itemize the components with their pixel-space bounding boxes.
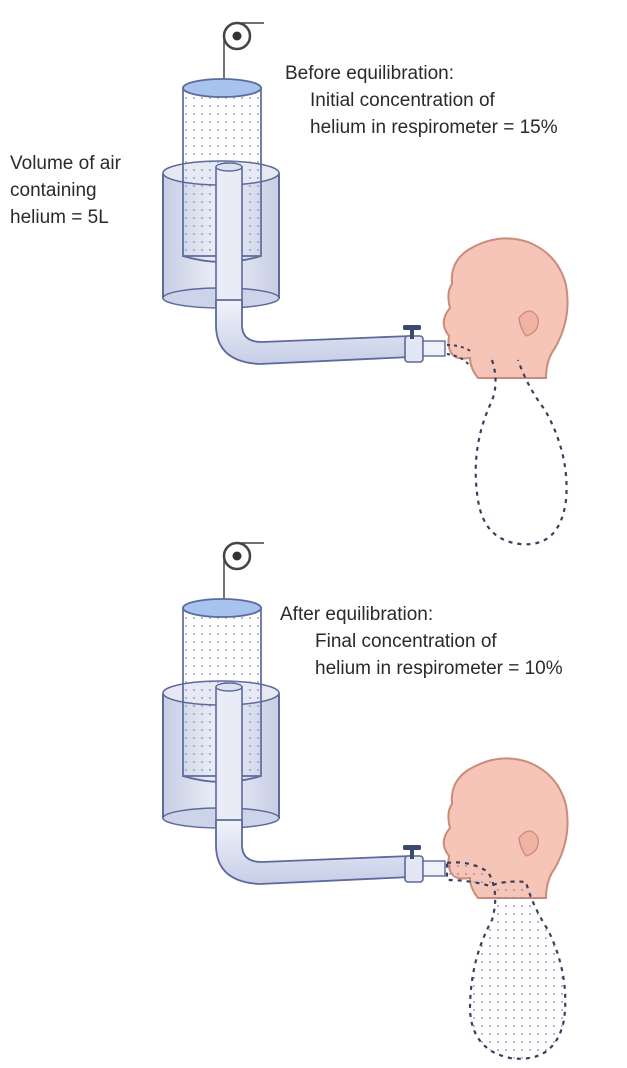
after-detail-line1: Final concentration of xyxy=(315,630,497,653)
lung-filled xyxy=(447,862,565,1058)
respirometer-after xyxy=(163,543,568,898)
before-detail-line2: helium in respirometer = 15% xyxy=(310,116,558,139)
lung-outline-empty xyxy=(476,360,567,544)
volume-line3: helium = 5L xyxy=(10,206,109,229)
before-detail-line1: Initial concentration of xyxy=(310,89,495,112)
after-detail-line2: helium in respirometer = 10% xyxy=(315,657,563,680)
before-heading: Before equilibration: xyxy=(285,62,454,85)
after-heading: After equilibration: xyxy=(280,603,433,626)
volume-line1: Volume of air xyxy=(10,152,121,175)
volume-line2: containing xyxy=(10,179,97,202)
